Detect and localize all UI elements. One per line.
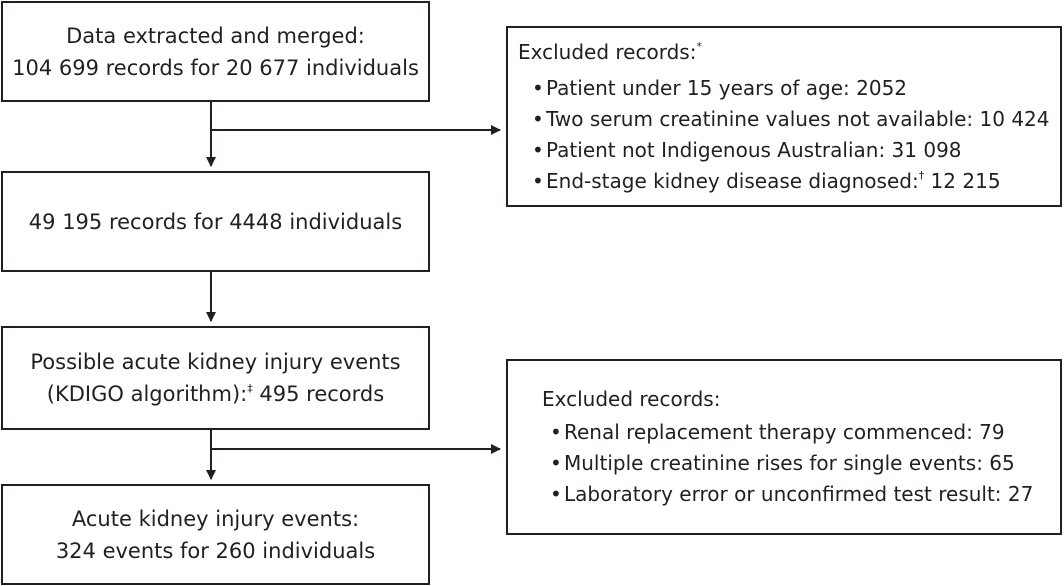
box-aki-events: Acute kidney injury events: 324 events f… [1,484,430,585]
box-data-extracted-line2: 104 699 records for 20 677 individuals [12,55,419,80]
list-item: End-stage kidney disease diagnosed:† 12 … [532,166,1050,197]
excluded-list-2: Renal replacement therapy commenced: 79 … [550,417,1033,510]
excluded-title-text-2: Excluded records: [542,387,721,411]
excluded-records-title-1: Excluded records:* [518,38,702,66]
list-item-value: 12 215 [924,169,1001,193]
excluded-records-box-1: Excluded records:* Patient under 15 year… [506,26,1062,207]
excluded-records-box-2: Excluded records: Renal replacement ther… [506,359,1062,535]
box-possible-aki-line1: Possible acute kidney injury events [30,350,401,374]
excluded-list-1: Patient under 15 years of age: 2052 Two … [532,73,1050,197]
excluded-records-title-2: Excluded records: [542,385,720,413]
excluded-title-text-1: Excluded records: [518,40,697,64]
box-possible-aki-line2-text: (KDIGO algorithm): [46,382,248,406]
list-item: Multiple creatinine rises for single eve… [550,448,1033,479]
list-item-text: End-stage kidney disease diagnosed: [546,169,919,193]
box-records-individuals: 49 195 records for 4448 individuals [1,171,430,272]
footnote-mark-dagger: † [918,169,925,182]
list-item: Two serum creatinine values not availabl… [532,104,1050,135]
box-aki-events-line1: Acute kidney injury events: [71,506,360,531]
box-data-extracted-line1: Data extracted and merged: [66,23,365,48]
list-item: Patient under 15 years of age: 2052 [532,73,1050,104]
box-possible-aki-line2: (KDIGO algorithm):‡ 495 records [47,378,384,410]
list-item: Laboratory error or unconfirmed test res… [550,479,1033,510]
box-aki-events-line2: 324 events for 260 individuals [55,538,376,563]
footnote-mark-asterisk: * [696,40,702,53]
box-possible-aki-line2-tail: 495 records [252,382,385,406]
box-records-individuals-line1: 49 195 records for 4448 individuals [28,209,403,234]
list-item: Renal replacement therapy commenced: 79 [550,417,1033,448]
box-data-extracted: Data extracted and merged: 104 699 recor… [1,1,430,102]
footnote-mark-double-dagger: ‡ [247,382,253,395]
list-item: Patient not Indigenous Australian: 31 09… [532,135,1050,166]
box-possible-aki: Possible acute kidney injury events (KDI… [1,326,430,430]
